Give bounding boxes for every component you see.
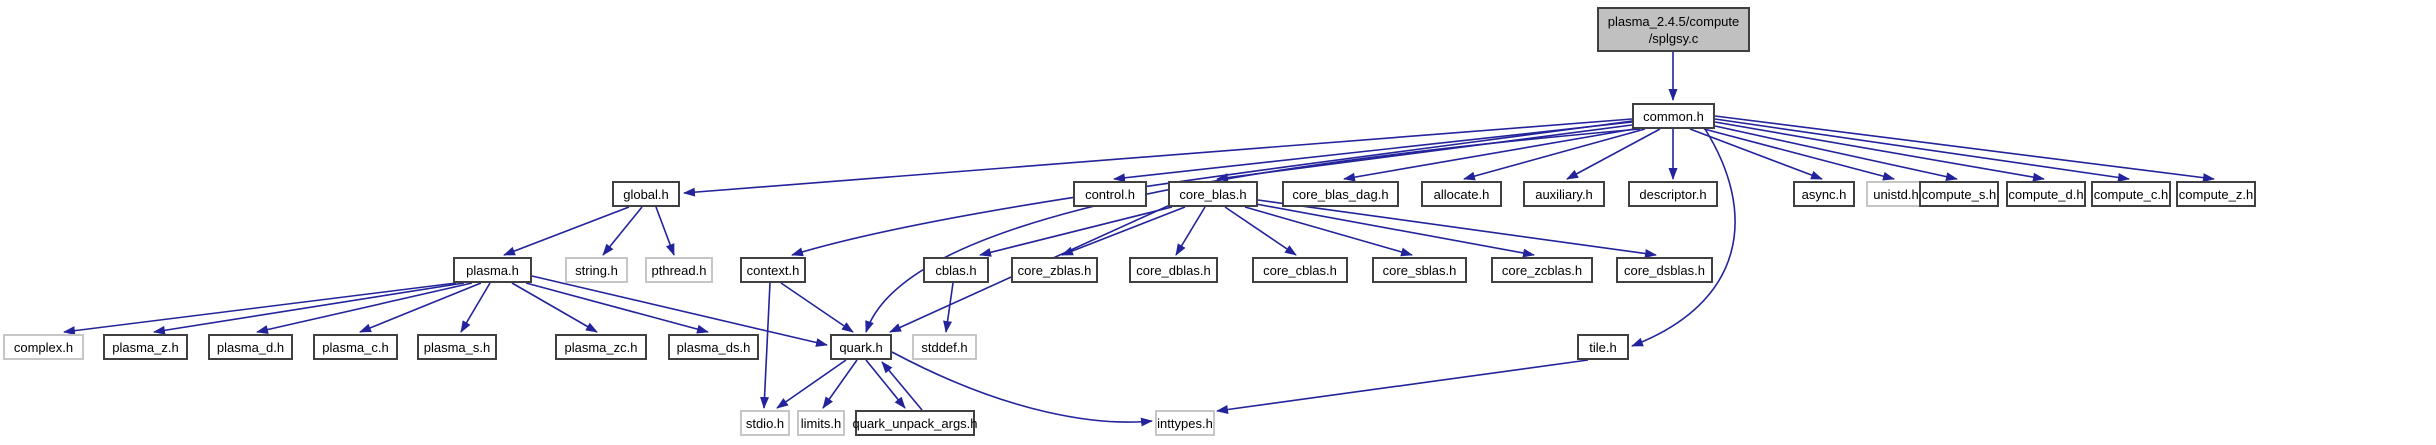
edge-plasma-h-to-plasma_d-h (256, 282, 473, 334)
node-complex-h: complex.h (3, 334, 84, 360)
edge-common-h-to-tile-h (1631, 128, 1736, 347)
edge-quark-h-to-stdio-h (776, 359, 847, 409)
edge-plasma-h-to-plasma_z-h (153, 282, 465, 335)
node-string-h: string.h (565, 257, 628, 283)
edge-context-h-to-quark-h (780, 282, 854, 333)
edge-core_blas-h-to-core_zblas-h (1061, 206, 1186, 256)
node-stddef-h: stddef.h (912, 334, 977, 360)
edge-common-h-to-allocate-h (1463, 128, 1646, 181)
node-plasma-h[interactable]: plasma.h (453, 257, 532, 283)
node-core_cblas-h[interactable]: core_cblas.h (1252, 257, 1348, 283)
edge-common-h-to-compute_z-h (1714, 115, 2215, 183)
node-plasma_ds-h[interactable]: plasma_ds.h (668, 334, 759, 360)
edge-quark-h-to-quark_unpack_args-h (865, 359, 906, 409)
node-inttypes-h: inttypes.h (1155, 410, 1215, 436)
node-compute_c-h[interactable]: compute_c.h (2091, 181, 2171, 207)
edge-global-h-to-pthread-h (655, 206, 675, 256)
node-quark_unpack_args-h[interactable]: quark_unpack_args.h (852, 410, 978, 436)
node-plasma_zc-h[interactable]: plasma_zc.h (555, 334, 647, 360)
node-compute_d-h[interactable]: compute_d.h (2006, 181, 2086, 207)
edge-common-h-to-async-h (1689, 128, 1823, 180)
edge-common-h-to-auxiliary-h (1566, 128, 1661, 180)
edge-core_blas-h-to-core_sblas-h (1244, 206, 1413, 257)
edge-core_blas-h-to-core_dsblas-h (1257, 199, 1657, 258)
node-core_sblas-h[interactable]: core_sblas.h (1372, 257, 1467, 283)
edge-common-h-to-global-h (683, 118, 1633, 197)
edge-global-h-to-string-h (602, 206, 643, 256)
edge-core_blas-h-to-cblas-h (979, 206, 1173, 257)
edge-global-h-to-plasma-h (503, 206, 630, 256)
edge-group (63, 52, 2215, 427)
node-plasma_z-h[interactable]: plasma_z.h (103, 334, 188, 360)
edge-quark-h-to-inttypes-h (891, 351, 1153, 427)
edge-common-h-to-compute_c-h (1714, 118, 2130, 182)
edge-plasma-h-to-quark-h (531, 275, 828, 347)
node-allocate-h[interactable]: allocate.h (1421, 181, 1502, 207)
node-unistd-h: unistd.h (1866, 181, 1926, 207)
node-quark-h[interactable]: quark.h (830, 334, 892, 360)
edge-plasma-h-to-plasma_zc-h (511, 282, 598, 333)
node-core_dblas-h[interactable]: core_dblas.h (1129, 257, 1218, 283)
node-core_zblas-h[interactable]: core_zblas.h (1011, 257, 1098, 283)
edge-plasma-h-to-plasma_s-h (460, 282, 491, 333)
edge-quark_unpack_args-h-to-quark-h (881, 361, 923, 411)
node-cblas-h[interactable]: cblas.h (923, 257, 989, 283)
edge-core_blas-h-to-core_cblas-h (1224, 206, 1297, 256)
node-compute_s-h[interactable]: compute_s.h (1919, 181, 1999, 207)
node-plasma_d-h[interactable]: plasma_d.h (208, 334, 293, 360)
node-core_dsblas-h[interactable]: core_dsblas.h (1616, 257, 1713, 283)
node-splgsy-c: plasma_2.4.5/compute /splgsy.c (1597, 7, 1750, 52)
edge-common-h-to-core_blas_dag-h (1343, 128, 1635, 182)
node-global-h[interactable]: global.h (612, 181, 680, 207)
edge-plasma-h-to-plasma_c-h (359, 282, 482, 333)
node-pthread-h: pthread.h (645, 257, 713, 283)
edge-common-h-to-control-h (1113, 121, 1633, 183)
node-control-h[interactable]: control.h (1073, 181, 1147, 207)
node-plasma_s-h[interactable]: plasma_s.h (417, 334, 497, 360)
node-limits-h: limits.h (797, 410, 845, 436)
node-core_zcblas-h[interactable]: core_zcblas.h (1491, 257, 1593, 283)
node-context-h[interactable]: context.h (740, 257, 806, 283)
edge-cblas-h-to-stddef-h (943, 282, 954, 333)
node-tile-h[interactable]: tile.h (1577, 334, 1629, 360)
node-auxiliary-h[interactable]: auxiliary.h (1523, 181, 1605, 207)
edge-plasma-h-to-complex-h (63, 282, 457, 336)
node-common-h[interactable]: common.h (1632, 103, 1715, 129)
node-descriptor-h[interactable]: descriptor.h (1628, 181, 1718, 207)
edge-core_blas-h-to-core_dblas-h (1175, 206, 1206, 256)
edge-quark-h-to-limits-h (822, 359, 858, 409)
edge-tile-h-to-inttypes-h (1216, 359, 1589, 414)
node-plasma_c-h[interactable]: plasma_c.h (313, 334, 398, 360)
edge-common-h-to-compute_s-h (1714, 125, 1958, 182)
node-async-h[interactable]: async.h (1793, 181, 1855, 207)
edge-context-h-to-stdio-h (760, 282, 771, 409)
edge-common-h-to-quark-h (865, 128, 1641, 333)
edge-common-h-to-compute_d-h (1714, 121, 2045, 182)
node-core_blas_dag-h[interactable]: core_blas_dag.h (1282, 181, 1399, 207)
node-core_blas-h[interactable]: core_blas.h (1168, 181, 1258, 207)
edge-plasma-h-to-plasma_ds-h (525, 282, 709, 334)
edge-common-h-to-unistd-h (1703, 128, 1895, 181)
edge-core_blas-h-to-core_zcblas-h (1255, 203, 1535, 258)
node-stdio-h: stdio.h (740, 410, 790, 436)
node-compute_z-h[interactable]: compute_z.h (2176, 181, 2256, 207)
